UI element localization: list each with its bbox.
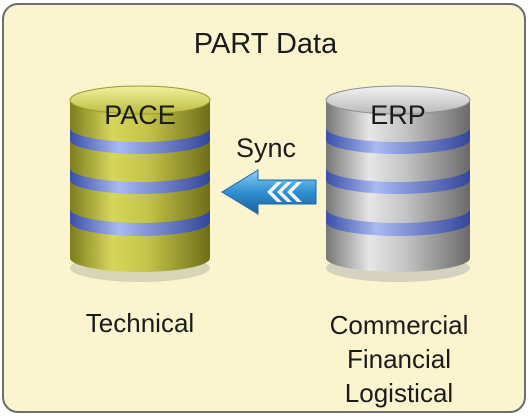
erp-description-financial: Financial (346, 344, 452, 374)
erp-database-icon (325, 85, 471, 282)
erp-description-commercial: Commercial (329, 310, 469, 340)
pace-database-icon (69, 85, 211, 282)
pace-description: Technical (85, 308, 195, 338)
erp-label: ERP (370, 100, 426, 130)
sync-label: Sync (236, 133, 297, 163)
diagram-title: PART Data (193, 28, 338, 60)
erp-description-list: Commercial Financial Logistical (314, 308, 484, 410)
pace-label: PACE (104, 100, 176, 130)
erp-description-logistical: Logistical (344, 378, 454, 408)
sync-arrow-icon (221, 169, 317, 215)
